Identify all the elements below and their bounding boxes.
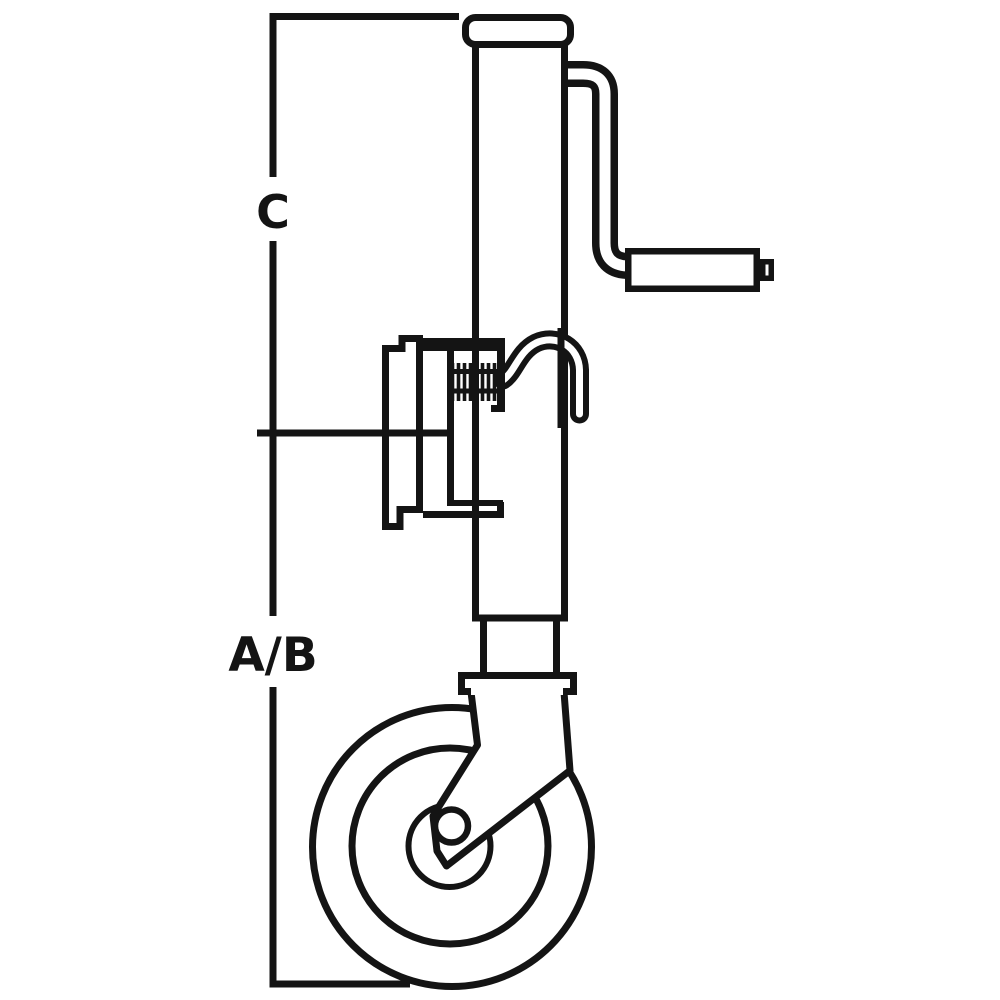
swivel-fork (429, 691, 574, 870)
mount-bracket (257, 335, 505, 530)
dimension-label-ab: A/B (228, 628, 317, 683)
jack-body (462, 14, 574, 622)
crank-grip-end-cap (760, 259, 774, 281)
jack-outer-tube (472, 36, 568, 622)
crank-grip (625, 248, 760, 292)
swivel-flange (458, 672, 577, 695)
spring-pull-pin-hook (493, 328, 589, 428)
pull-pin-hook-inner (499, 336, 583, 418)
wheel-outer-circle (309, 704, 595, 990)
wheel-mid-circle (348, 744, 552, 948)
inner-tube (480, 618, 560, 676)
spring-coil-hatch (450, 363, 497, 401)
dimension-label-c: C (256, 185, 290, 239)
axle-circle (431, 806, 472, 846)
crank-handle (566, 61, 774, 292)
dimension-annotations: C A/B (228, 13, 459, 988)
crank-arm-inner (566, 68, 634, 272)
swivel-caster (309, 618, 595, 990)
jack-top-cap (462, 14, 574, 48)
